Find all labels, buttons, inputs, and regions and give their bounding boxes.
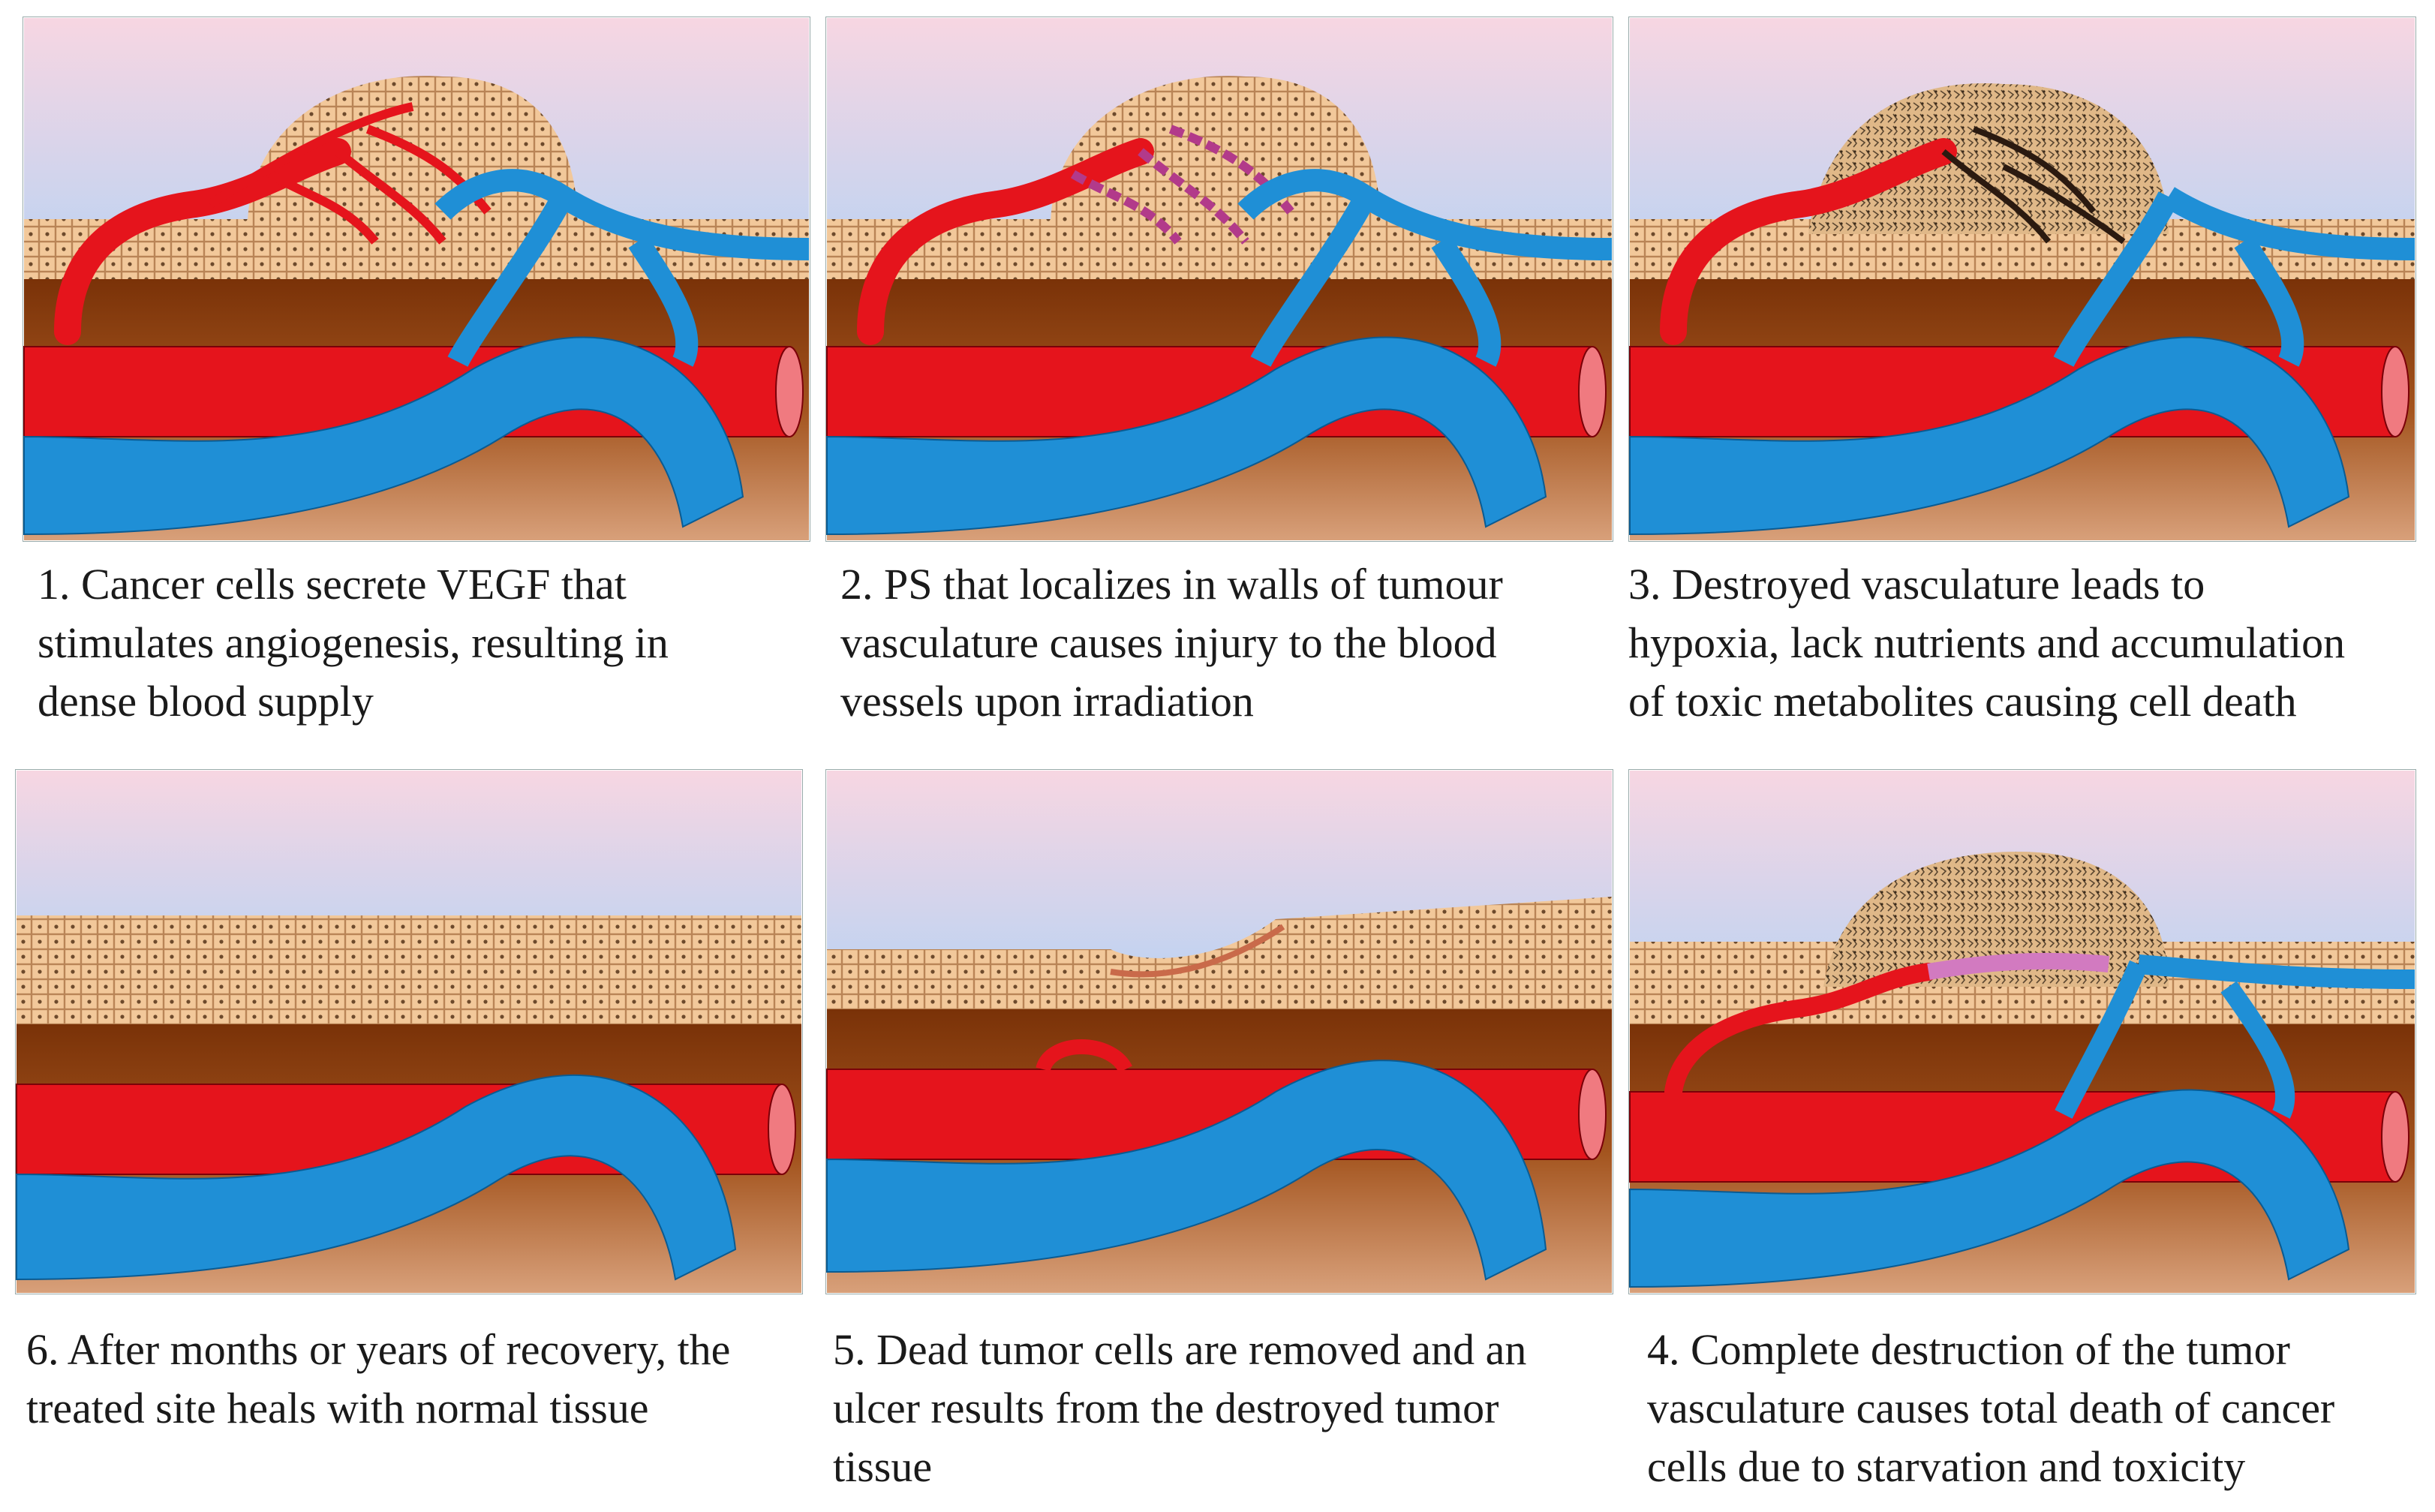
draining-vein bbox=[2055, 954, 2415, 1119]
destroyed-vessel-bed bbox=[1927, 952, 2110, 980]
healed-epidermis bbox=[17, 915, 801, 1036]
artery-opening bbox=[1578, 1069, 1607, 1160]
caption-step-5: 5. Dead tumor cells are removed and an u… bbox=[833, 1325, 1527, 1491]
ulcerated-epidermis bbox=[827, 897, 1612, 1009]
caption-step-2: 2. PS that localizes in walls of tumour … bbox=[840, 560, 1503, 726]
draining-vein bbox=[2053, 187, 2415, 367]
feeding-artery bbox=[1664, 963, 1937, 1101]
vein bbox=[826, 1060, 1547, 1281]
draining-vein bbox=[1237, 169, 1613, 367]
panel-step-6 bbox=[15, 769, 803, 1294]
destroyed-capillaries bbox=[1941, 126, 2126, 245]
artery-opening bbox=[768, 1084, 796, 1175]
vein bbox=[1629, 336, 2350, 536]
panel-step-1 bbox=[23, 17, 810, 542]
feeding-artery bbox=[54, 138, 351, 345]
vein bbox=[16, 1074, 737, 1281]
injured-capillaries bbox=[1070, 125, 1294, 245]
artery-opening bbox=[775, 346, 804, 437]
vein bbox=[826, 336, 1547, 536]
caption-step-3: 3. Destroyed vasculature leads to hypoxi… bbox=[1628, 560, 2346, 726]
panel-step-4 bbox=[1628, 769, 2416, 1294]
panel-4-illustration bbox=[1628, 769, 2416, 1294]
artery-opening bbox=[1578, 346, 1607, 437]
feeding-artery bbox=[857, 138, 1154, 345]
caption-step-6: 6. After months or years of recovery, th… bbox=[26, 1325, 731, 1432]
vein bbox=[23, 336, 744, 536]
vein bbox=[1629, 1089, 2350, 1288]
panel-step-5 bbox=[825, 769, 1613, 1294]
tumor-capillaries bbox=[207, 102, 492, 245]
draining-vein bbox=[434, 169, 810, 367]
panel-step-3 bbox=[1628, 17, 2416, 542]
panel-step-2 bbox=[825, 17, 1613, 542]
feeding-artery bbox=[1660, 138, 1957, 345]
artery-opening bbox=[2381, 346, 2409, 437]
panel-2-illustration bbox=[825, 17, 1613, 542]
ulcer-surface bbox=[1110, 924, 1285, 978]
panel-6-illustration bbox=[15, 769, 803, 1294]
caption-step-1: 1. Cancer cells secrete VEGF that stimul… bbox=[38, 560, 669, 726]
sky-background bbox=[17, 771, 801, 943]
residual-vessel bbox=[1036, 1039, 1132, 1074]
artery-opening bbox=[2381, 1091, 2409, 1183]
panel-3-illustration bbox=[1628, 17, 2416, 542]
caption-step-4: 4. Complete destruction of the tumor vas… bbox=[1647, 1325, 2335, 1491]
necrotic-tumor bbox=[1823, 852, 2169, 987]
panel-5-illustration bbox=[825, 769, 1613, 1294]
panel-1-illustration bbox=[23, 17, 810, 542]
